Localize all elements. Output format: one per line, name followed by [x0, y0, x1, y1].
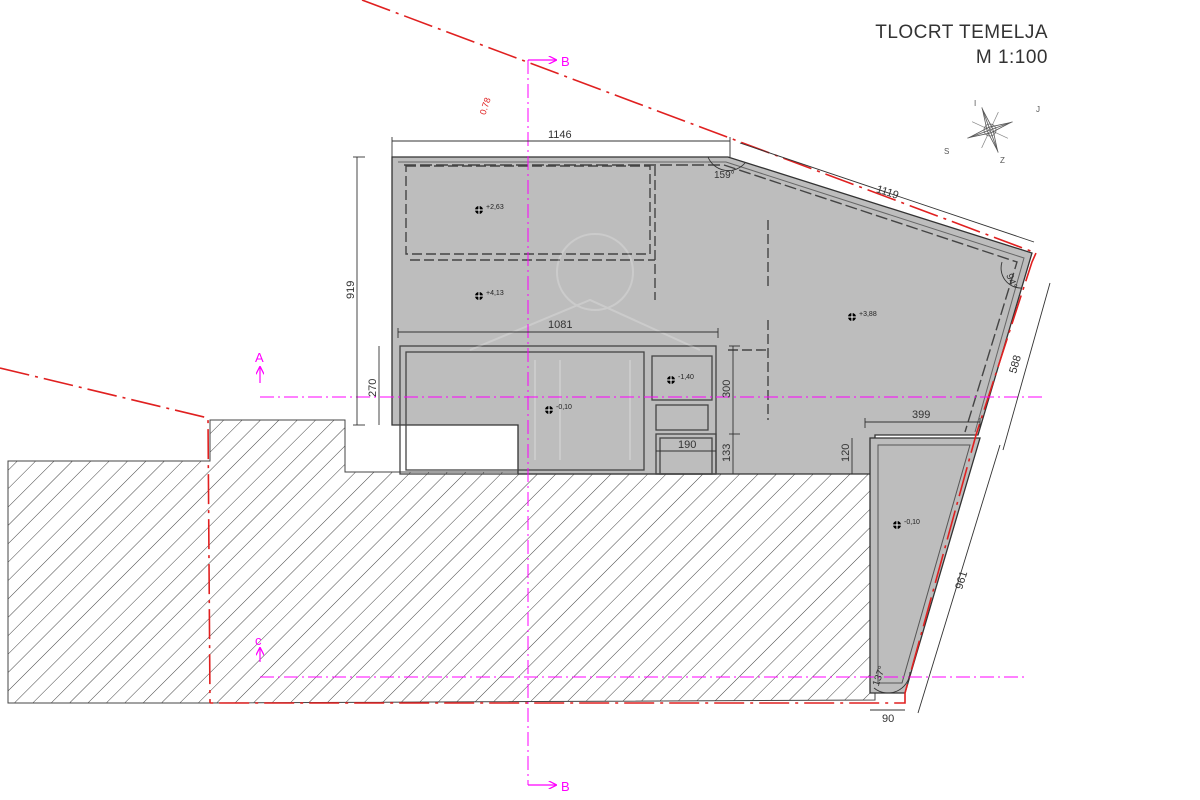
watermark [469, 233, 701, 460]
outer-footing-line [404, 164, 1018, 433]
level-marker [545, 406, 553, 414]
level-marker [848, 313, 856, 321]
section-label-b-bottom: B [561, 779, 570, 794]
dim-1081: 1081 [548, 319, 572, 331]
dim-588: 588 [1007, 354, 1024, 375]
section-label-b-top: B [561, 54, 570, 69]
level-marker [667, 376, 675, 384]
dim-1146: 1146 [548, 129, 572, 141]
outer-footing-line-2 [398, 161, 1025, 433]
drawing-title: TLOCRT TEMELJA [875, 22, 1048, 43]
angle-159: 159° [714, 170, 735, 181]
dim-90: 90 [882, 713, 894, 725]
section-label-a: A [255, 350, 264, 365]
level-minus-0-10-b: -0,10 [904, 519, 920, 526]
dimension-lines [353, 137, 1051, 714]
angle-94: 94° [1003, 272, 1019, 290]
level-marker [475, 292, 483, 300]
section-lines [260, 60, 1045, 785]
section-label-c: c [255, 633, 262, 648]
compass-rose-icon [967, 107, 1013, 153]
dim-919: 919 [345, 281, 357, 299]
level-marker [475, 206, 483, 214]
basement-rooms [399, 345, 717, 475]
compass-z: Z [1000, 156, 1005, 165]
dim-1119: 1119 [875, 183, 900, 201]
compass-i: I [974, 99, 976, 108]
dim-270: 270 [367, 379, 379, 397]
property-boundary [0, 0, 1038, 704]
angle-arcs [707, 156, 1023, 694]
section-markers [260, 60, 556, 785]
dim-300: 300 [721, 380, 733, 398]
dim-961: 961 [953, 570, 970, 591]
drawing-scale: M 1:100 [975, 47, 1048, 68]
level-4-13: +4,13 [486, 290, 504, 297]
dim-399: 399 [912, 409, 930, 421]
compass-s: S [944, 147, 949, 156]
compass-j: J [1036, 105, 1040, 114]
level-markers [475, 206, 901, 529]
level-marker [893, 521, 901, 529]
level-minus-0-10-a: -0,10 [556, 404, 572, 411]
level-2-63: +2,63 [486, 204, 504, 211]
level-minus-1-40: -1,40 [678, 374, 694, 381]
dim-133: 133 [721, 444, 733, 462]
dim-190: 190 [678, 439, 696, 451]
dim-120: 120 [840, 444, 852, 462]
boundary-label: 0.78 [478, 96, 493, 116]
level-3-88: +3,88 [859, 311, 877, 318]
foundation-triangle-inner [877, 444, 971, 684]
